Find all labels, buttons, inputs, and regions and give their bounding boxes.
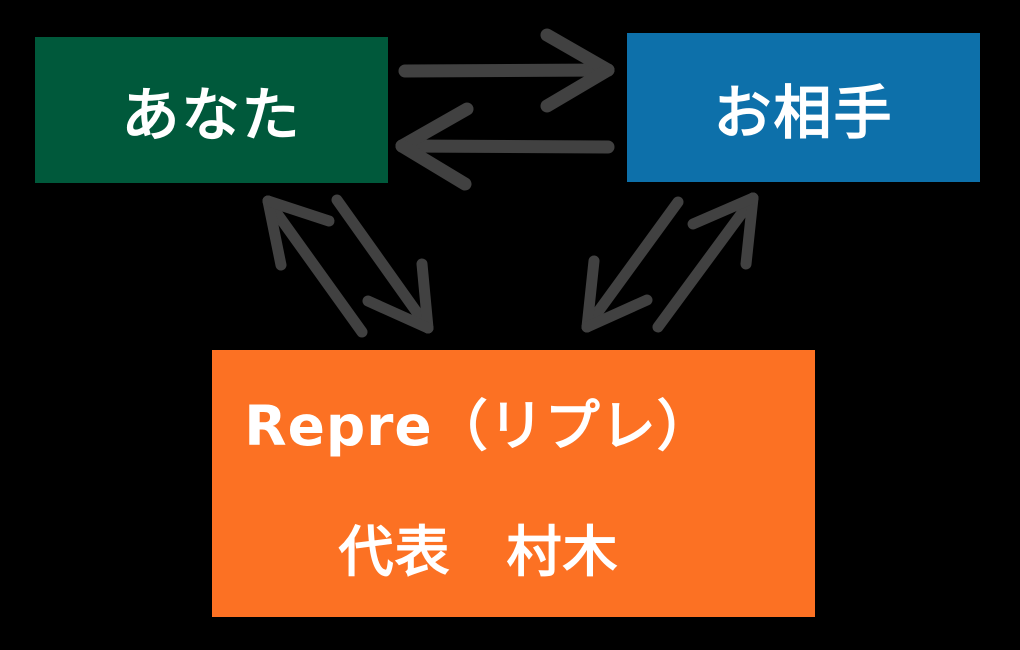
arrow-shaft [395,139,615,154]
arrow-shaft [652,192,759,333]
arrow-shaft [331,194,434,334]
node-repre-line1: Repre（リプレ） [244,393,713,458]
arrow-you-to-partner [398,28,615,113]
arrow-barb [262,195,335,227]
arrow-barb [262,195,287,271]
arrow-you-to-repre [331,194,434,334]
node-repre-line2: 代表 村木 [338,519,619,584]
arrow-barb [395,102,474,153]
arrow-barb [540,63,615,113]
node-you-label: あなた [121,81,302,149]
arrow-partner-to-repre [581,196,684,333]
node-partner-label: お相手 [713,78,894,147]
arrow-shaft [581,196,684,333]
arrow-barb [581,294,653,333]
arrow-barb [395,139,472,191]
arrow-barb [581,255,600,333]
node-you: あなた [35,37,388,183]
node-repre: Repre（リプレ） 代表 村木 [212,350,815,617]
arrow-barb [362,295,434,334]
arrow-barb [687,192,759,230]
arrow-barb [740,192,759,270]
node-partner: お相手 [627,33,980,182]
arrow-partner-to-you [395,102,615,191]
arrow-shaft [262,195,368,338]
arrow-shaft [398,63,615,78]
arrow-repre-to-partner [652,192,759,333]
arrow-barb [540,28,615,77]
arrow-barb [416,258,434,334]
arrow-repre-to-you [262,195,368,338]
